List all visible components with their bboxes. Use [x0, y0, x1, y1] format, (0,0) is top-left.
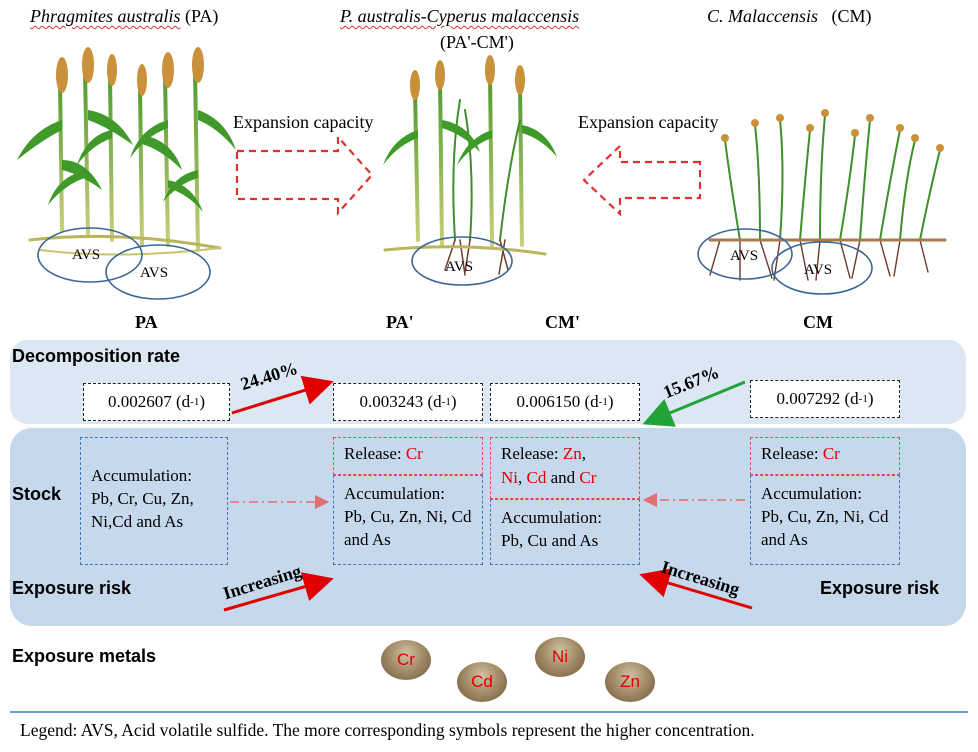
label-pa-prime: PA' [386, 312, 414, 332]
pa-prime-accumulation-list: Pb, Cu, Zn, Ni, Cd and As [344, 507, 472, 549]
mixed-avs-ellipse [411, 236, 513, 286]
cm-prime-release-label: Release: [501, 444, 563, 463]
cm-accumulation-list: Pb, Cu, Zn, Ni, Cd and As [761, 507, 889, 549]
rate-pa: 0.002607 (d-1) [83, 383, 230, 421]
cm-avs-label-2: AVS [804, 262, 832, 278]
pa-stock-box: Accumulation: Pb, Cr, Cu, Zn, Ni,Cd and … [80, 437, 228, 565]
metal-ball-cd: Cd [457, 662, 507, 702]
mixed-title: P. australis-Cyperus malaccensis [340, 6, 579, 27]
expansion-arrow-right [235, 134, 374, 216]
rate-cm-unit-sup: -1 [858, 393, 868, 405]
cm-accumulation-box: Accumulation: Pb, Cu, Zn, Ni, Cd and As [750, 475, 900, 565]
expansion-label-right: Expansion capacity [578, 112, 719, 132]
pa-avs-label-1: AVS [72, 247, 100, 263]
stock-row-label: Stock [12, 484, 62, 504]
cm-title-code: (CM) [831, 6, 872, 26]
rate-pa-unit-sup: -1 [190, 396, 200, 408]
pa-accumulation-title: Accumulation: [91, 466, 193, 485]
pa-avs-ellipse-2 [105, 244, 211, 300]
decomp-increase-arrow-left [231, 375, 334, 415]
rate-pa-unit-close: ) [199, 392, 205, 411]
cm-accumulation-title: Accumulation: [761, 484, 863, 503]
rate-cm-prime: 0.006150 (d-1) [490, 383, 640, 421]
rate-pa-value: 0.002607 (d [107, 392, 191, 411]
metal-ball-cr: Cr [381, 640, 431, 680]
exposure-row-label-right: Exposure risk [820, 578, 940, 598]
rate-cm-prime-unit-close: ) [607, 392, 614, 411]
cm-prime-release-box: Release: Zn, Ni, Cd and Cr [490, 437, 640, 499]
exposure-row-label-left: Exposure risk [12, 578, 132, 598]
label-pa: PA [135, 312, 158, 332]
rate-pa-prime-value: 0.003243 (d [359, 392, 442, 411]
cm-prime-release-cd: Cd [526, 468, 547, 487]
cm-release-metals: Cr [822, 444, 840, 463]
pa-avs-ellipse-1 [37, 227, 143, 283]
cm-prime-release-ni: Ni [501, 468, 518, 487]
metal-ball-zn: Zn [605, 662, 655, 702]
pa-title-species: Phragmites australis [30, 6, 181, 26]
rate-pa-prime-unit-sup: -1 [441, 396, 451, 408]
decomposition-row-label: Decomposition rate [12, 346, 181, 366]
rate-cm: 0.007292 (d-1) [750, 380, 900, 418]
cm-title: C. Malaccensis (CM) [707, 6, 871, 27]
pa-title: Phragmites australis (PA) [30, 6, 218, 27]
pa-avs-label-2: AVS [140, 265, 168, 281]
cm-prime-accumulation-box: Accumulation: Pb, Cu and As [490, 499, 640, 565]
cm-release-box: Release: Cr [750, 437, 900, 475]
pa-prime-accumulation-box: Accumulation: Pb, Cu, Zn, Ni, Cd and As [333, 475, 483, 565]
metal-ball-ni: Ni [535, 637, 585, 677]
rate-pa-prime: 0.003243 (d-1) [333, 383, 483, 421]
pa-prime-release-metals: Cr [405, 444, 423, 463]
exposure-increase-arrow-right [639, 568, 753, 610]
legend-text: Legend: AVS, Acid volatile sulfide. The … [20, 720, 755, 740]
label-cm: CM [803, 312, 833, 332]
rate-cm-prime-unit-sup: -1 [598, 396, 608, 408]
cm-prime-accumulation-title: Accumulation: [501, 508, 603, 527]
rate-pa-prime-unit-close: ) [450, 392, 457, 411]
expansion-label-left: Expansion capacity [233, 112, 374, 132]
cm-avs-ellipse-2 [771, 241, 873, 295]
pa-reed-plants [17, 47, 236, 256]
cm-prime-release-and: and [550, 468, 576, 487]
mixed-avs-label: AVS [445, 259, 473, 275]
mixed-title-species: P. australis-Cyperus malaccensis [340, 6, 580, 26]
cm-title-species: C. Malaccensis [707, 6, 818, 26]
rate-cm-unit-close: ) [867, 389, 874, 408]
rate-cm-value: 0.007292 (d [776, 389, 859, 408]
mixed-plants [383, 55, 557, 276]
cm-release-label: Release: [761, 444, 823, 463]
pa-title-code: (PA) [185, 6, 219, 26]
decomp-increase-arrow-right [642, 380, 746, 427]
cm-prime-release-cr: Cr [579, 468, 597, 487]
mixed-title-code: (PA'-CM') [440, 32, 514, 52]
rate-cm-prime-value: 0.006150 (d [516, 392, 599, 411]
pa-prime-release-label: Release: [344, 444, 406, 463]
cm-avs-label-1: AVS [730, 248, 758, 264]
pa-prime-release-box: Release: Cr [333, 437, 483, 475]
cm-prime-release-zn: Zn [562, 444, 582, 463]
cm-sedge-plants [708, 109, 947, 281]
expansion-arrow-left [582, 143, 702, 217]
exposure-increase-arrow-left [223, 572, 334, 612]
label-cm-prime: CM' [545, 312, 580, 332]
stock-panel [10, 428, 966, 626]
plant-illustrations: AVS AVS AVS [17, 47, 947, 300]
exposure-metals-row-label: Exposure metals [12, 646, 157, 666]
cm-avs-ellipse-1 [697, 228, 793, 280]
pa-accumulation-list: Pb, Cr, Cu, Zn, Ni,Cd and As [91, 489, 194, 531]
pa-prime-accumulation-title: Accumulation: [344, 484, 446, 503]
cm-prime-accumulation-list: Pb, Cu and As [501, 531, 599, 550]
